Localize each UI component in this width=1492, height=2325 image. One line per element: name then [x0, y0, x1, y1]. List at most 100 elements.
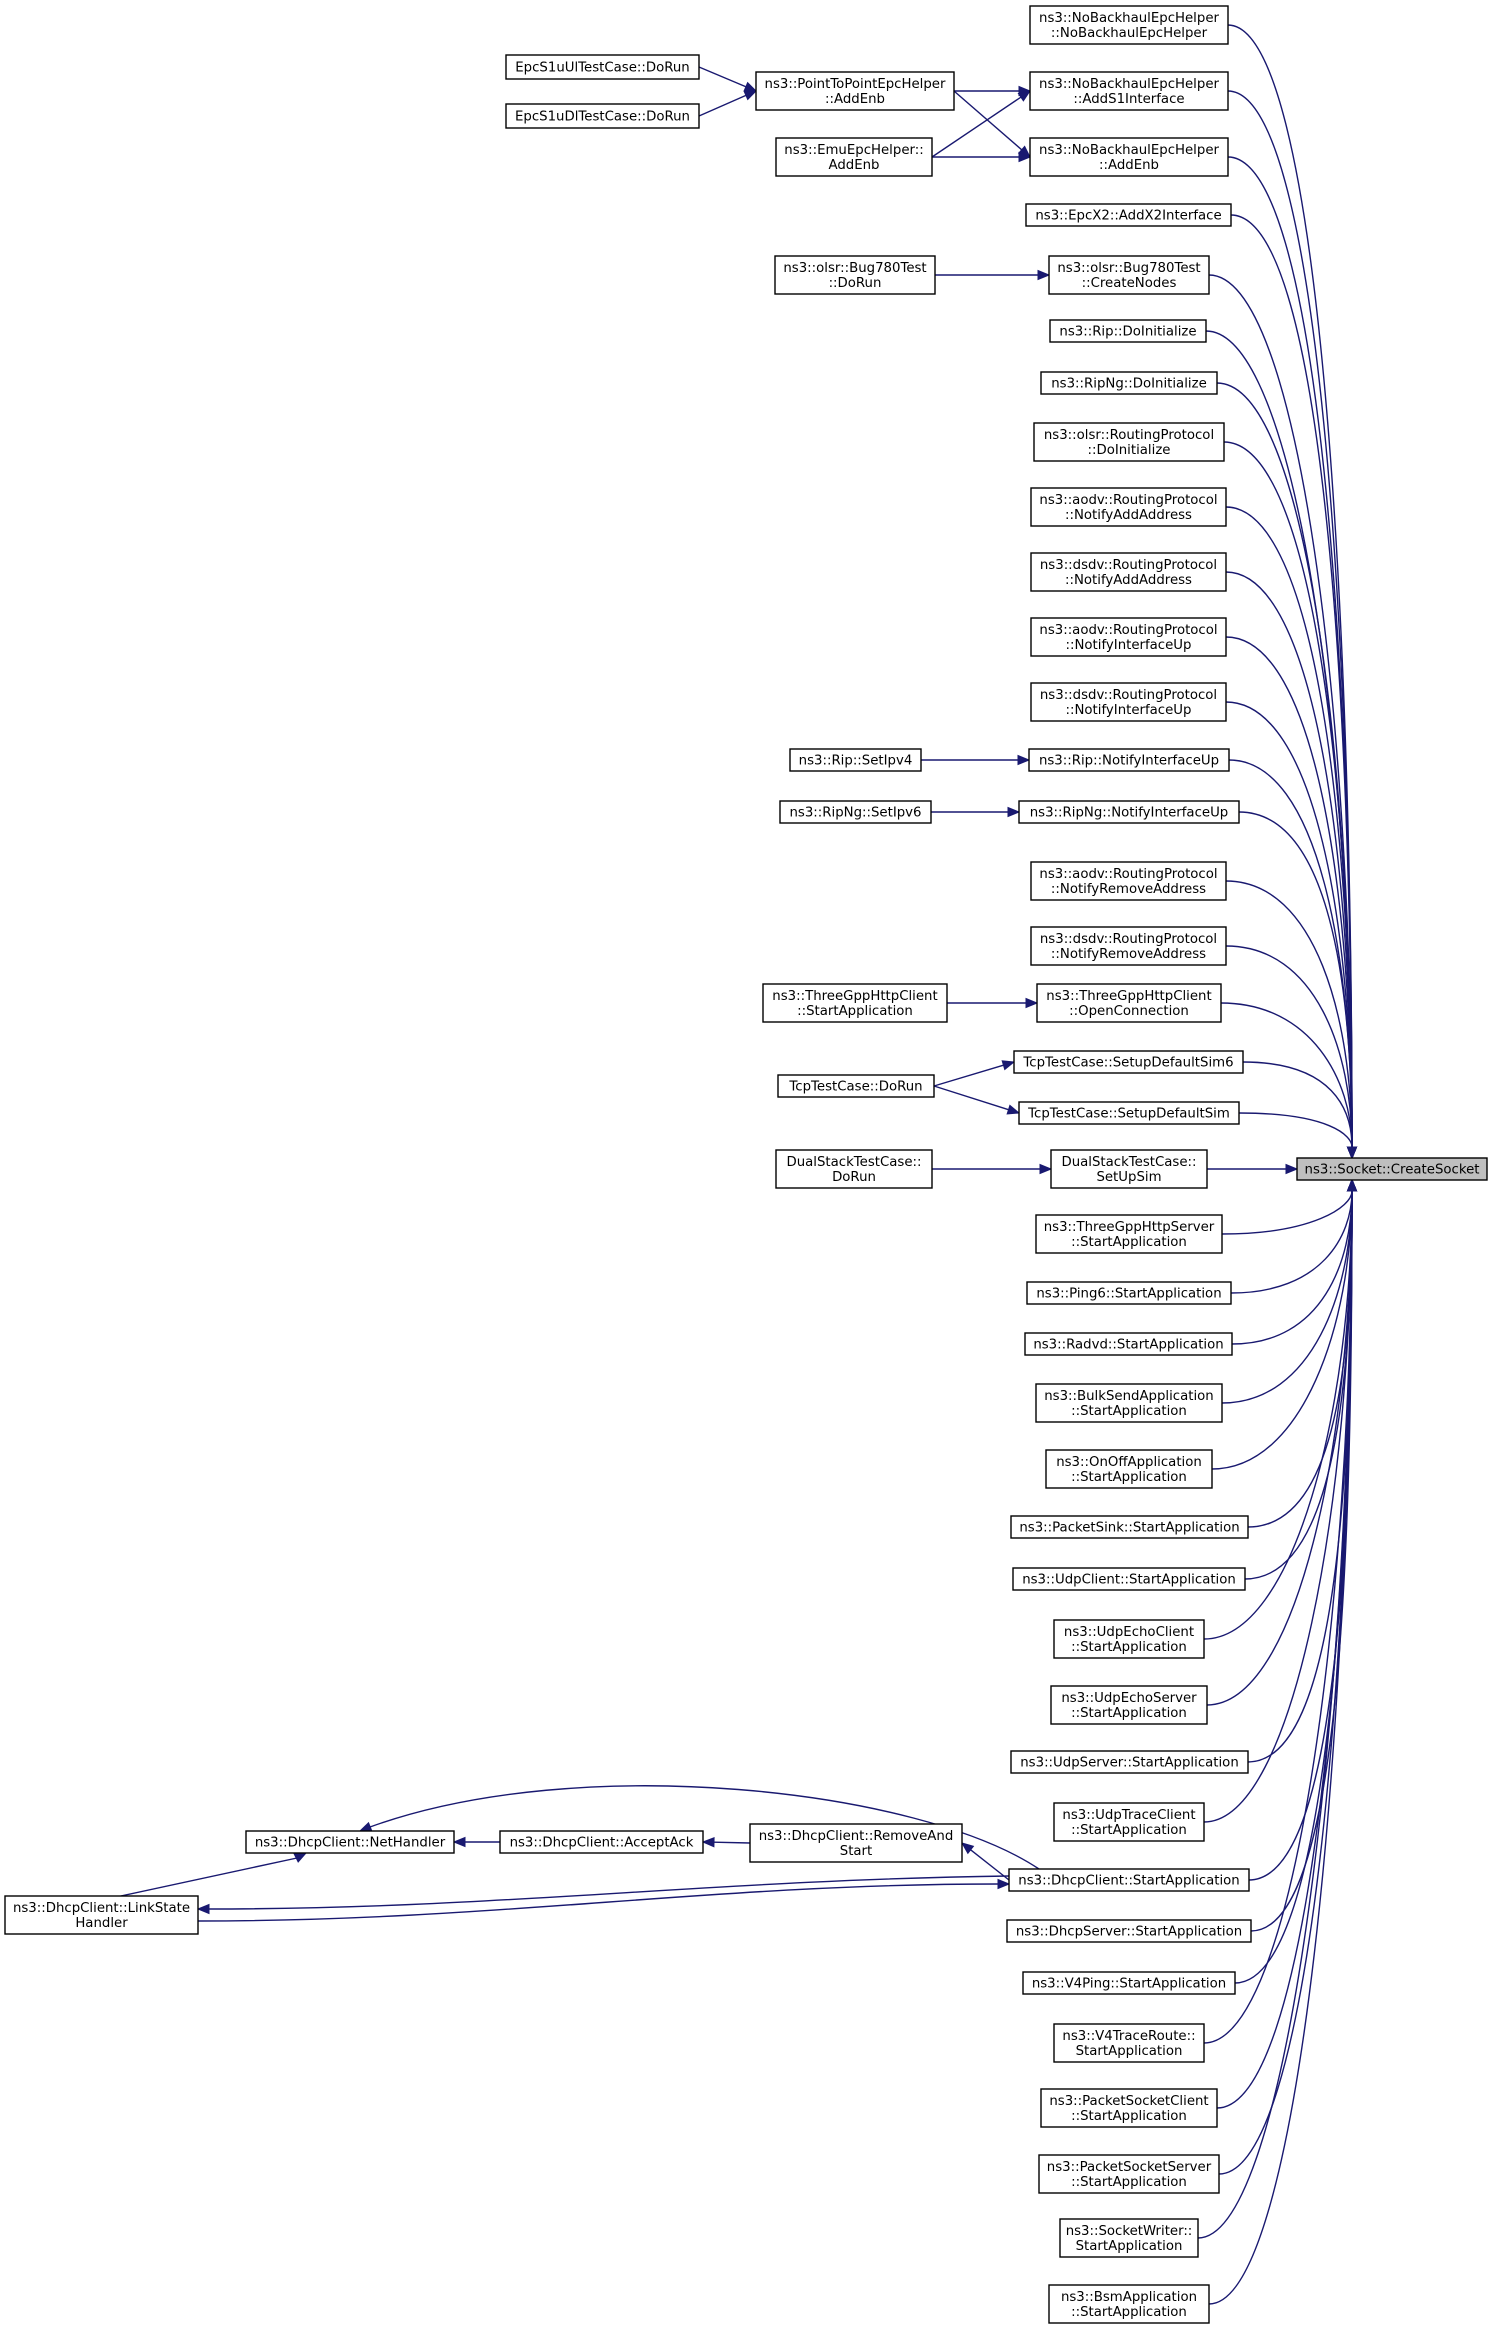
arrowhead — [1017, 90, 1032, 102]
edge-line — [1238, 811, 1353, 1148]
node-aodv-addaddr[interactable]: ns3::aodv::RoutingProtocol::NotifyAddAdd… — [1030, 487, 1227, 527]
node-label: ns3::EmuEpcHelper:: — [784, 143, 923, 158]
node-dsdv-ifup[interactable]: ns3::dsdv::RoutingProtocol::NotifyInterf… — [1030, 682, 1227, 722]
node-box — [775, 1149, 933, 1189]
node-packetsink[interactable]: ns3::PacketSink::StartApplication — [1010, 1515, 1249, 1539]
edge-line — [369, 1785, 1040, 1870]
arrowhead — [960, 1842, 975, 1855]
node-ripng-setipv6[interactable]: ns3::RipNg::SetIpv6 — [779, 800, 932, 824]
node-udpechoclient[interactable]: ns3::UdpEchoClient::StartApplication — [1053, 1619, 1205, 1659]
node-dual-dorun[interactable]: DualStackTestCase::DoRun — [775, 1149, 933, 1189]
node-nobh-ctor[interactable]: ns3::NoBackhaulEpcHelper::NoBackhaulEpcH… — [1029, 5, 1229, 45]
node-pktsockserver[interactable]: ns3::PacketSocketServer::StartApplicatio… — [1038, 2154, 1220, 2194]
node-onoff[interactable]: ns3::OnOffApplication::StartApplication — [1045, 1449, 1213, 1489]
arrowhead — [1001, 1060, 1016, 1071]
edge-udpechoserver-to-target — [1206, 1178, 1358, 1706]
node-box — [1026, 1281, 1232, 1305]
node-dhcp-start[interactable]: ns3::DhcpClient::StartApplication — [1008, 1868, 1250, 1892]
node-tcp-sim6[interactable]: TcpTestCase::SetupDefaultSim6 — [1013, 1050, 1244, 1074]
edge-dhcp_accept-to-dhcp_net — [452, 1836, 500, 1848]
node-label: ns3::BsmApplication — [1061, 2290, 1197, 2305]
node-label: ns3::PacketSink::StartApplication — [1019, 1521, 1239, 1536]
node-label: ns3::EpcX2::AddX2Interface — [1035, 209, 1221, 224]
node-udpechoserver[interactable]: ns3::UdpEchoServer::StartApplication — [1050, 1685, 1208, 1725]
node-label: DualStackTestCase:: — [1061, 1155, 1196, 1170]
edge-line — [1206, 1190, 1353, 1706]
node-emu-addenb[interactable]: ns3::EmuEpcHelper::AddEnb — [775, 137, 933, 177]
node-nobh-adds1[interactable]: ns3::NoBackhaulEpcHelper::AddS1Interface — [1029, 71, 1229, 111]
node-epcx2[interactable]: ns3::EpcX2::AddX2Interface — [1025, 203, 1232, 227]
edge-line — [1242, 1061, 1353, 1148]
node-ripng-ifup[interactable]: ns3::RipNg::NotifyInterfaceUp — [1018, 800, 1240, 824]
node-bsm[interactable]: ns3::BsmApplication::StartApplication — [1048, 2284, 1210, 2324]
node-label: ns3::aodv::RoutingProtocol — [1039, 493, 1217, 508]
node-label: ns3::DhcpClient::StartApplication — [1018, 1874, 1239, 1889]
node-p2p-addenb[interactable]: ns3::PointToPointEpcHelper::AddEnb — [755, 71, 955, 111]
node-udptrace[interactable]: ns3::UdpTraceClient::StartApplication — [1053, 1802, 1205, 1842]
edge-p2p_addenb-to-nobh_addenb — [953, 90, 1031, 158]
arrowhead — [1346, 1178, 1358, 1192]
node-ripng-doinit[interactable]: ns3::RipNg::DoInitialize — [1040, 371, 1218, 395]
node-label: ns3::NoBackhaulEpcHelper — [1039, 143, 1219, 158]
edge-line — [1208, 1190, 1353, 2305]
node-dsdv-rmaddr[interactable]: ns3::dsdv::RoutingProtocol::NotifyRemove… — [1030, 926, 1227, 966]
node-ep-ul[interactable]: EpcS1uUlTestCase::DoRun — [505, 54, 700, 80]
node-udpclient[interactable]: ns3::UdpClient::StartApplication — [1012, 1567, 1246, 1591]
node-label: ns3::DhcpServer::StartApplication — [1016, 1925, 1242, 1940]
node-label: ns3::ThreeGppHttpClient — [772, 989, 937, 1004]
node-sockwriter[interactable]: ns3::SocketWriter::StartApplication — [1059, 2218, 1199, 2258]
node-olsr-rp[interactable]: ns3::olsr::RoutingProtocol::DoInitialize — [1033, 422, 1225, 462]
node-label: EpcS1uDlTestCase::DoRun — [515, 110, 690, 125]
node-v4trace[interactable]: ns3::V4TraceRoute::StartApplication — [1053, 2023, 1205, 2063]
node-dhcp-accept[interactable]: ns3::DhcpClient::AcceptAck — [499, 1830, 704, 1854]
edge-line — [208, 1875, 1010, 1910]
node-label: ns3::aodv::RoutingProtocol — [1039, 867, 1217, 882]
node-aodv-ifup[interactable]: ns3::aodv::RoutingProtocol::NotifyInterf… — [1030, 617, 1227, 657]
node-tcp-sim[interactable]: TcpTestCase::SetupDefaultSim — [1018, 1101, 1240, 1125]
edge-emu_addenb-to-nobh_adds1 — [931, 90, 1032, 158]
node-radvd[interactable]: ns3::Radvd::StartApplication — [1024, 1332, 1233, 1356]
node-target[interactable]: ns3::Socket::CreateSocket — [1296, 1157, 1488, 1181]
node-http-open[interactable]: ns3::ThreeGppHttpClient::OpenConnection — [1036, 983, 1222, 1023]
node-dual-setup[interactable]: DualStackTestCase::SetUpSim — [1050, 1149, 1208, 1189]
node-nobh-addenb[interactable]: ns3::NoBackhaulEpcHelper::AddEnb — [1029, 137, 1229, 177]
edge-line — [1244, 1190, 1353, 1580]
node-pktsockclient[interactable]: ns3::PacketSocketClient::StartApplicatio… — [1040, 2088, 1218, 2128]
node-v4ping[interactable]: ns3::V4Ping::StartApplication — [1022, 1971, 1236, 1995]
node-bulksend[interactable]: ns3::BulkSendApplication::StartApplicati… — [1035, 1383, 1223, 1423]
node-http-client-start[interactable]: ns3::ThreeGppHttpClient::StartApplicatio… — [762, 983, 948, 1023]
node-rip-setipv4[interactable]: ns3::Rip::SetIpv4 — [789, 748, 922, 772]
node-ping6[interactable]: ns3::Ping6::StartApplication — [1026, 1281, 1232, 1305]
node-olsr-dorun[interactable]: ns3::olsr::Bug780Test::DoRun — [774, 255, 936, 295]
node-box — [499, 1830, 704, 1854]
node-olsr-create[interactable]: ns3::olsr::Bug780Test::CreateNodes — [1048, 255, 1210, 295]
edge-aodv_ifup-to-target — [1225, 636, 1358, 1160]
node-label: ns3::NoBackhaulEpcHelper — [1039, 77, 1219, 92]
node-label: ns3::Ping6::StartApplication — [1036, 1287, 1221, 1302]
edge-aodv_addaddr-to-target — [1225, 506, 1358, 1160]
edge-line — [1203, 1190, 1353, 1640]
node-box — [1053, 1802, 1205, 1842]
node-box — [1030, 487, 1227, 527]
edge-bulksend-to-target — [1221, 1178, 1358, 1404]
node-dsdv-addaddr[interactable]: ns3::dsdv::RoutingProtocol::NotifyAddAdd… — [1030, 552, 1227, 592]
node-dhcp-net[interactable]: ns3::DhcpClient::NetHandler — [245, 1830, 455, 1854]
edge-line — [1230, 214, 1353, 1148]
node-dhcpserver[interactable]: ns3::DhcpServer::StartApplication — [1006, 1919, 1252, 1943]
node-rip-ifup[interactable]: ns3::Rip::NotifyInterfaceUp — [1028, 748, 1230, 772]
node-tcp-dorun[interactable]: TcpTestCase::DoRun — [777, 1074, 935, 1098]
node-ep-dl[interactable]: EpcS1uDlTestCase::DoRun — [505, 103, 700, 129]
node-udpserver[interactable]: ns3::UdpServer::StartApplication — [1010, 1750, 1249, 1774]
node-aodv-rmaddr[interactable]: ns3::aodv::RoutingProtocol::NotifyRemove… — [1030, 861, 1227, 901]
node-label: ::NotifyInterfaceUp — [1066, 703, 1192, 718]
node-box — [1040, 2088, 1218, 2128]
node-label: ::NotifyAddAddress — [1065, 573, 1192, 588]
node-label: ::StartApplication — [1071, 2305, 1187, 2320]
node-box — [245, 1830, 455, 1854]
node-http-server[interactable]: ns3::ThreeGppHttpServer::StartApplicatio… — [1035, 1214, 1223, 1254]
node-rip-doinit[interactable]: ns3::Rip::DoInitialize — [1049, 319, 1207, 343]
node-label: ns3::OnOffApplication — [1056, 1455, 1202, 1470]
edge-line — [1203, 1190, 1353, 2044]
